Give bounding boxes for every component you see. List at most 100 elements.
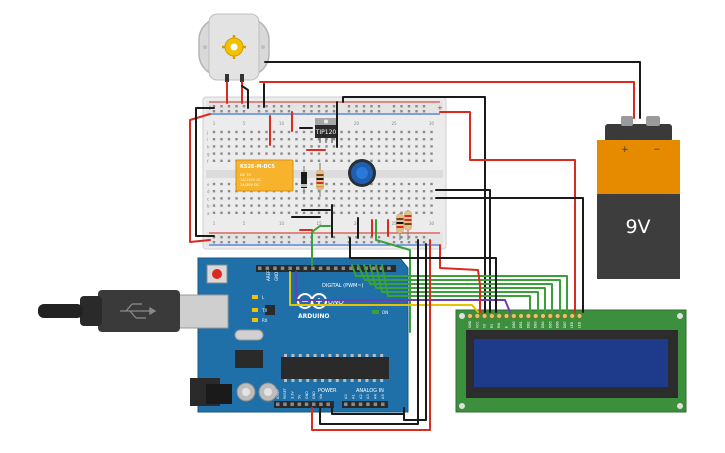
lcd-pin-label: E [505,326,509,328]
power-pin-label: 3.3V [290,391,294,399]
column-number: 1 [213,221,216,226]
lcd-pin-label: V0 [483,324,487,328]
lcd-pin-label: DB2 [526,321,530,328]
lcd-pin [525,313,532,319]
column-number: 20 [354,221,360,226]
analog-pin-label: A3 [366,394,370,399]
lcd-pin-label: LED [578,321,582,328]
relay-line-3: 2A/30V DC [240,183,260,187]
power-pin-label: GND [312,391,316,399]
lcd-pin-label: VCC [475,321,479,328]
wire-left-rail-black [195,107,215,237]
lcd-pin [532,313,539,319]
resistor-1 [316,163,324,197]
l-led [252,295,258,299]
usb-port [177,294,229,329]
relay-module: KS2E-M-DC5 DC 5V 1A/125V AC 2A/30V DC [235,159,294,192]
relay-body [235,159,294,192]
lcd-pin [511,313,517,319]
battery-plus-label: + [621,145,629,155]
lcd-pin [474,313,480,319]
relay-line-1: DC 5V [240,173,252,177]
lcd-pin-label: DB5 [548,321,552,328]
row-letter: e [207,182,210,187]
battery-cap [605,124,672,142]
lcd-pin [562,313,568,319]
battery-top [597,140,680,194]
lcd-pin [503,313,510,319]
digital-header-pins [258,266,391,270]
usb-chip [265,305,275,315]
motor-terminal-left [225,74,229,82]
lcd-pin [554,313,561,319]
aref-label: AREF [266,270,271,281]
analog-pin-label: A0 [344,394,348,399]
l-label: L [262,295,265,300]
lcd-pin [467,313,473,319]
diode [301,166,307,194]
lcd-pin-label: RW [497,322,501,328]
resistor-3 [404,210,412,240]
lcd-pin [576,313,583,319]
row-letter: b [207,204,210,209]
wire-motor-black [241,85,249,109]
analog-pin-label: A1 [351,394,355,399]
analog-header [342,401,388,408]
voltage-regulator [235,350,263,368]
tx-led [252,308,258,312]
column-number: 10 [279,221,285,226]
lcd-screen [474,339,668,387]
transistor-label: TIP120 [315,129,337,136]
analog-pin-label: A5 [381,394,385,399]
rx-led [252,318,258,322]
usb-icon [120,303,157,319]
motor-shaft [230,43,238,51]
rail-plus-label-right: + [437,104,443,112]
diode-body [301,172,307,188]
top-power-rail [206,101,443,115]
power-pin-label: GND [305,391,309,399]
lcd-pin [481,313,488,319]
column-number: 5 [243,221,246,226]
power-pin-label: RESET [283,387,287,399]
column-number: 10 [279,121,285,126]
usb-cable [38,304,83,318]
wires [189,61,641,431]
rx-label: RX [262,318,268,323]
lcd-pin [518,313,524,319]
lcd-pin [569,313,575,319]
row-letter: c [207,196,209,201]
lcd-pin-label: GND [468,320,472,328]
lcd-pin [540,313,546,319]
row-letter: i [207,137,208,142]
column-number: 5 [243,121,246,126]
wire-motor-battery-red [259,81,635,119]
on-label: ON [382,310,388,315]
digital-header [256,265,396,272]
lcd-pin [496,313,502,319]
power-analog-header-pins [276,402,385,406]
column-number: 30 [429,121,435,126]
power-pin-label: 5V [298,394,302,399]
column-number: 15 [316,221,322,226]
lcd-pin-label: DB0 [512,321,516,328]
column-number: 30 [429,221,435,226]
digital-label: DIGITAL (PWM~) [322,283,364,289]
transistor-body [315,125,337,138]
battery-bottom [597,194,680,279]
arduino-label: ARDUINO [298,313,329,320]
column-number: 25 [391,121,397,126]
lcd-pin-label: DB6 [556,321,560,328]
analog-label: ANALOG IN [356,388,384,394]
on-led [372,310,379,314]
row-letter: g [207,152,210,157]
potentiometer [348,159,376,187]
lcd-pin-label: DB3 [534,321,538,328]
analog-pin-label: A2 [359,394,363,399]
lcd-pin-label: DB1 [519,321,523,328]
